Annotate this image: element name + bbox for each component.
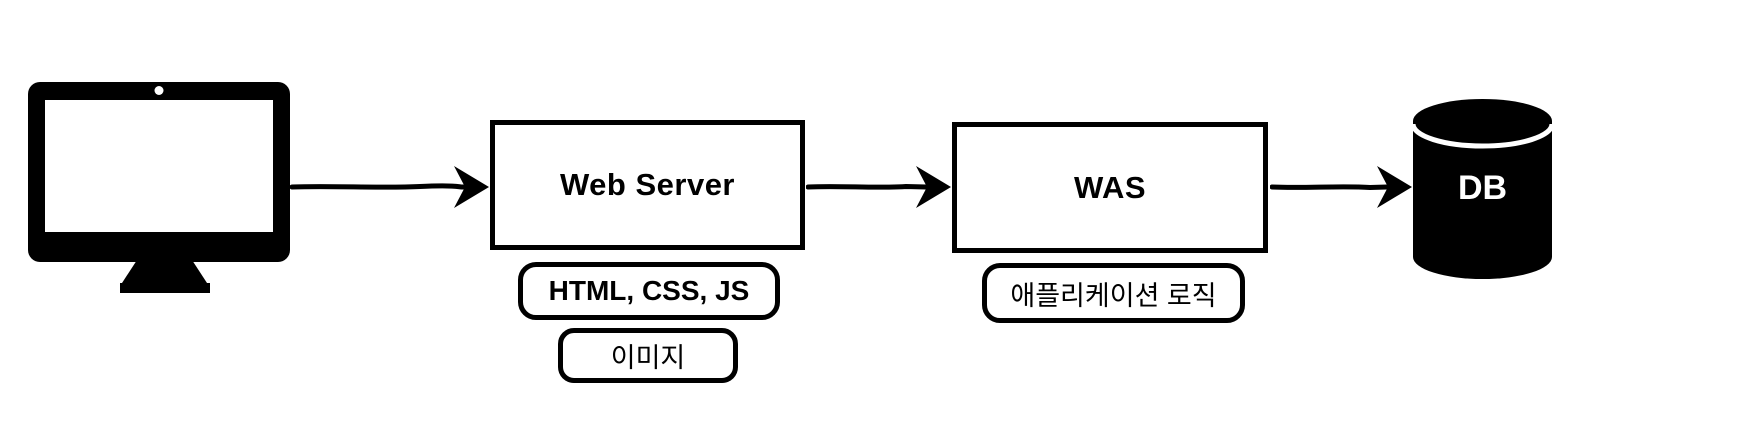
arrow-head: [454, 166, 489, 208]
arrow-line: [806, 183, 929, 190]
web-server-output-label-images: 이미지: [610, 343, 686, 373]
desktop-monitor-icon: [28, 82, 290, 293]
arrow-head: [1377, 166, 1412, 208]
arrow-head: [916, 166, 951, 208]
web-server-label: Web Server: [559, 167, 735, 202]
db-cylinder-lid-highlight: [1412, 123, 1553, 149]
web-server-output-label-static-assets: HTML, CSS, JS: [548, 275, 750, 306]
flow-arrow-was-to-db: [1270, 166, 1412, 208]
monitor-stand-base: [120, 283, 210, 293]
was-output-label-application-logic: 애플리케이션 로직: [1010, 280, 1217, 311]
flow-arrow-client-to-webserver: [290, 166, 489, 208]
arrow-line: [1270, 184, 1390, 191]
was-node: WAS: [952, 122, 1268, 253]
monitor-screen: [45, 100, 273, 232]
flow-arrow-webserver-to-was: [806, 166, 951, 208]
was-output-tag-application-logic: 애플리케이션 로직: [982, 263, 1245, 323]
was-label: WAS: [1073, 169, 1147, 205]
web-server-output-tag-static-assets: HTML, CSS, JS: [518, 262, 780, 320]
monitor-webcam-dot: [154, 86, 164, 95]
db-cylinder-lid: [1413, 99, 1552, 143]
db-cylinder-bottom: [1413, 235, 1552, 279]
arrow-line: [290, 183, 467, 190]
monitor-stand: [122, 260, 207, 283]
web-server-output-tag-images: 이미지: [558, 328, 738, 383]
db-label: DB: [1458, 169, 1507, 207]
database-cylinder-icon: DB: [1412, 99, 1553, 279]
web-server-node: Web Server: [490, 120, 805, 250]
